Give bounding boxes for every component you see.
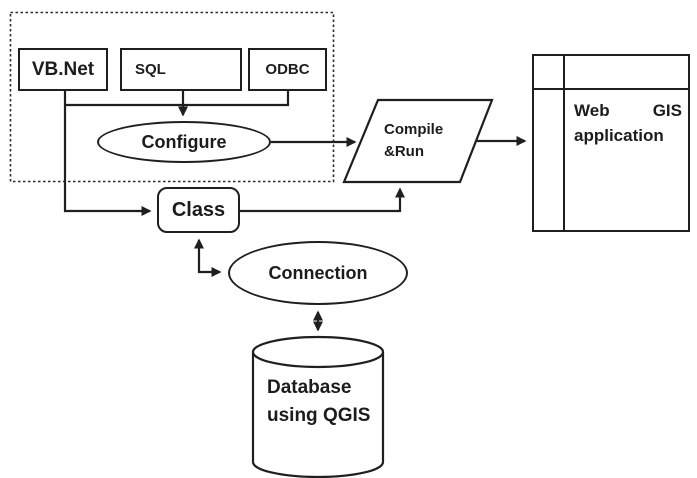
node-sql: SQL	[120, 48, 242, 91]
webgis-title-row-divider	[534, 88, 688, 90]
node-vbnet-label: VB.Net	[31, 58, 95, 80]
node-class-label: Class	[171, 198, 226, 221]
edge-class-to-compile	[240, 187, 405, 213]
node-compile-run-label: Compile &Run	[384, 119, 443, 163]
node-odbc-label: ODBC	[265, 61, 310, 78]
edge-vbnet-to-class	[63, 91, 152, 216]
compile-line2: &Run	[384, 143, 424, 160]
node-odbc: ODBC	[248, 48, 327, 91]
edge-vbnet-odbc-bar	[65, 91, 290, 107]
webgis-word-web: Web	[574, 101, 610, 120]
node-configure: Configure	[97, 121, 271, 163]
webgis-word-application: application	[574, 126, 664, 145]
database-cylinder-body	[251, 352, 385, 478]
node-database-label: Database using QGIS	[267, 374, 370, 430]
node-connection-label: Connection	[268, 262, 368, 283]
compile-run-parallelogram	[342, 98, 494, 184]
compile-line1: Compile	[384, 121, 444, 138]
node-web-gis-label: Web GIS application	[574, 98, 682, 148]
edge-class-connection	[194, 238, 222, 277]
node-configure-label: Configure	[141, 131, 227, 152]
node-connection: Connection	[228, 241, 408, 305]
node-sql-label: SQL	[135, 61, 166, 78]
webgis-left-column-divider	[563, 56, 565, 230]
dashed-group-frame	[9, 11, 335, 183]
node-class: Class	[157, 187, 240, 233]
database-line2: using QGIS	[267, 405, 371, 426]
webgis-word-gis: GIS	[652, 101, 682, 120]
node-vbnet: VB.Net	[18, 48, 108, 91]
database-line1: Database	[267, 377, 352, 398]
database-cylinder-top	[251, 335, 385, 369]
node-web-gis-application: Web GIS application	[532, 54, 690, 232]
